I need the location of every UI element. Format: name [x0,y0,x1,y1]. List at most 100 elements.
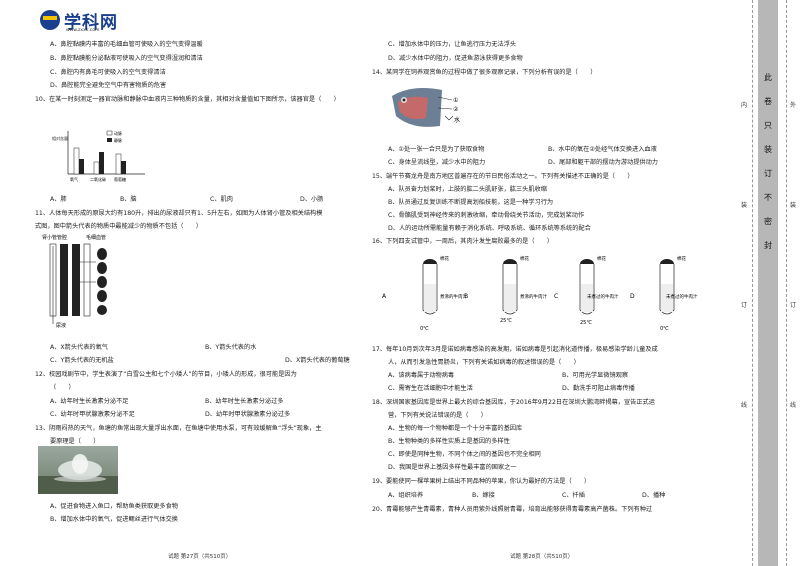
svg-text:未煮过的牛肉汁: 未煮过的牛肉汁 [587,293,619,300]
q16-test-tubes: A 棉花 煮沸的牛肉汁 0℃ B 棉花 煮沸的牛肉汁 25℃ C [382,255,698,332]
cut-line [752,0,753,566]
q11-tubule-figure: 肾小管管腔 毛细血管 尿液 [42,234,107,329]
legend-artery: 动脉 [114,130,122,136]
option-d: D、尾部和躯干部的摆动为游动提供动力 [548,159,658,166]
outer-label: 装 [789,202,796,209]
option-b: B、脑 [120,196,137,203]
option-b: B、嫁接 [472,492,495,499]
question-10: 10、在某一时刻测定一器官动脉和静脉中血液内三种物质的含量，其相对含量值如下图所… [35,96,340,103]
option-b: B、队员通过反复训练不断提高划船技能，这是一种学习行为 [388,199,554,206]
svg-text:0℃: 0℃ [660,326,669,332]
band-char: 装 [764,145,772,154]
svg-text:未煮过的牛肉汁: 未煮过的牛肉汁 [666,293,698,300]
bar [121,161,126,174]
figure-bottom-label: 尿液 [56,322,66,329]
option-line: C、鼻腔内有鼻毛可使吸入的空气变得清洁 [50,69,166,76]
option-b: B、水中的氧在②处经气体交换进入血液 [548,146,657,153]
question-16: 16、下列四支试管中，一周后，其肉汁发生腐败最多的是（ ） [372,238,554,245]
band-char: 不 [764,193,772,202]
figure-label: 肾小管管腔 [42,234,67,241]
option-c: C、增加水体中的压力，让鱼逃行压力无法浮头 [388,41,517,48]
svg-text:棉花: 棉花 [597,255,606,262]
category-label: 氧气 [70,176,78,182]
question-11-cont: 式图，图中箭头代表的物质中最能减少的物质不包括（ ） [35,223,203,230]
outer-label: 线 [789,402,796,409]
outer-label: 外 [789,102,796,109]
option-d: D、勤洗手可阻止病毒传播 [562,385,635,392]
binding-band [758,0,778,566]
svg-text:棉花: 棉花 [520,255,529,262]
bar [93,161,100,175]
cut-line [786,0,787,566]
inner-label: 装 [740,202,747,209]
option-line: A、鼻腔黏膜内丰富的毛细血管可使吸入的空气变得温暖 [50,41,203,48]
option-a: A、幼年时生长激素分泌不足 [50,398,129,405]
graduation-cap-icon [40,10,60,30]
figure-label: 毛细血管 [86,234,106,241]
question-19: 19、要能使同一棵苹果树上结出不同品种的苹果，你认为最好的方法是（ ） [372,478,591,485]
option-c: C、身体呈流线型，减少水中的阻力 [388,159,486,166]
bar [79,159,84,174]
svg-text:25℃: 25℃ [580,320,592,326]
fountain-photo [38,446,118,494]
svg-text:煮沸的牛肉汁: 煮沸的牛肉汁 [440,293,467,300]
question-18-cont: 营，下列有关说法错误的是（ ） [388,412,487,419]
band-char: 订 [764,169,772,178]
option-b: B、增加水体中的氧气，促进鳃丝进行气体交换 [50,516,178,523]
page-footer-left: 试题 第27页（共510页） [168,554,232,560]
band-char: 只 [764,121,772,130]
question-11: 11、人体每天形成的原尿大约有180升，排出的尿液却只有1、5升左右，如图为人体… [35,210,323,217]
option-c: C、需寄生在活细胞中才能生活 [388,385,473,392]
option-d: D、幼年时甲状腺激素分泌过多 [205,411,291,418]
band-char: 密 [764,217,772,226]
svg-text:0℃: 0℃ [420,326,429,332]
option-line: B、鼻腔黏膜能分泌黏液可使吸入的空气变得湿润和清洁 [50,55,203,62]
y-axis-label: 相对含量 [52,135,68,141]
option-d: D、X箭头代表的葡萄糖 [285,357,350,364]
option-a: A、队员奋力划桨时，上肢的肱二头肌舒张，肱三头肌收缩 [388,186,547,193]
option-c: C、扦插 [562,492,585,499]
bar [115,153,122,175]
bar [99,152,104,174]
option-a: A、①处一张一合只是为了获取食物 [388,146,485,153]
option-c: C、肌肉 [210,196,233,203]
band-char: 卷 [764,97,772,106]
option-b: B、幼年时生长激素分泌过多 [205,398,284,405]
logo-subtitle: www.zxxk.com [66,28,100,33]
tube-b: B 棉花 煮沸的牛肉汁 25℃ [464,255,547,324]
legend-vein: 静脉 [114,137,122,143]
option-a: A、生物的每一个物种都是一个十分丰富的基因库 [388,425,523,432]
inner-label: 线 [740,402,747,409]
question-20: 20、青霉能够产生青霉素，青种人员用紫外线照射青霉，培育出能够获得青霉素高产菌株… [372,506,653,513]
option-b: B、可用光学显微镜观察 [562,372,629,379]
option-b: B、Y箭头代表的水 [205,344,257,351]
q10-bar-chart: 相对含量 动脉 静脉 氧气 二氧化碳 葡萄糖 [52,130,145,182]
category-label: 葡萄糖 [114,176,126,182]
figure-label: ① [453,97,458,104]
question-12-cont: （ ） [50,384,75,391]
svg-text:棉花: 棉花 [440,255,449,262]
question-18: 18、深圳国家基因库是世界上最大的综合基因库，于2016年9月22日在深圳大鹏湾… [372,399,655,406]
svg-text:C: C [554,293,558,300]
option-c: C、Y箭头代表的无机盐 [50,357,114,364]
svg-text:煮沸的牛肉汁: 煮沸的牛肉汁 [520,293,547,300]
question-17: 17、每年10月到次年3月是诺如病毒感染的高发期，诺如病毒是引起消化道传播，极易… [372,346,658,353]
option-a: A、肺 [50,196,67,203]
question-17-cont: 人，从而引发急性胃肠炎，下列有关诺如病毒的叙述错误的是（ ） [388,359,580,366]
bar [73,147,80,175]
category-label: 二氧化碳 [90,176,106,182]
band-char: 此 [764,73,772,82]
band-char: 封 [764,241,772,250]
option-a: A、组织培养 [388,492,424,499]
figure-label: 水 [454,116,460,124]
tube-d: D 棉花 未煮过的牛肉汁 0℃ [630,255,698,332]
tube-a: A 棉花 煮沸的牛肉汁 0℃ [382,255,467,332]
fish-head-figure: ① ② 水 [392,88,460,127]
svg-text:D: D [630,293,635,300]
logo-title: 学科网 [64,13,118,33]
question-15: 15、端午节赛龙舟是南方地区普遍存在的节日民俗活动之一。下列有关描述不正确的是（… [372,173,634,180]
option-line: D、鼻腔能完全避免空气中有害物质的危害 [50,82,167,89]
svg-text:25℃: 25℃ [500,318,512,324]
option-d: D、播种 [642,492,666,499]
logo: 学科网 www.zxxk.com [40,8,140,36]
